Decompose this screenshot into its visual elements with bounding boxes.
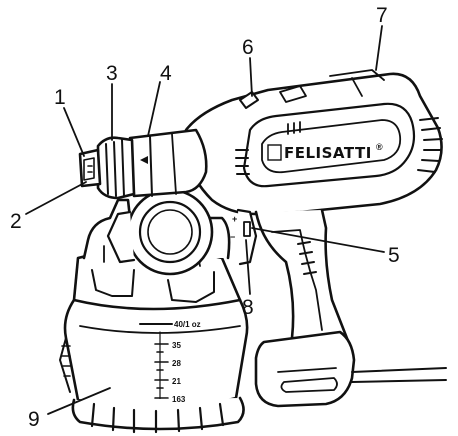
scale-mark: 163	[172, 395, 186, 404]
leader-7	[375, 25, 383, 71]
paint-container	[59, 247, 249, 434]
callout-3: 3	[106, 62, 118, 85]
leader-9	[47, 387, 111, 415]
brand-logo-icon	[267, 144, 282, 161]
scale-top-mark: 40/1 oz	[174, 320, 201, 329]
callout-8: 8	[242, 296, 254, 319]
nozzle-assembly	[78, 128, 208, 200]
scale-mark: 28	[172, 359, 181, 368]
leader-6	[249, 57, 253, 97]
trigger-plus-mark: +	[232, 214, 237, 224]
callout-4: 4	[160, 62, 172, 85]
motor-housing	[179, 69, 443, 216]
callout-labels: 1 2 3 4 5 6 7 8 9	[10, 4, 400, 431]
callout-5: 5	[388, 244, 400, 267]
callout-6: 6	[242, 36, 254, 59]
callout-7: 7	[376, 4, 388, 27]
leader-4	[147, 81, 161, 137]
leader-8	[245, 239, 251, 295]
scale-mark: 21	[172, 377, 181, 386]
brand-name: FELISATTI	[284, 144, 372, 162]
leader-1	[63, 107, 85, 157]
trigger-minus-mark: −	[230, 232, 235, 242]
handle	[236, 208, 447, 408]
container-scale: 40/1 oz 35 28 21 163	[172, 320, 201, 404]
callout-leaders	[25, 25, 385, 415]
leader-5	[251, 227, 385, 253]
scale-mark: 35	[172, 341, 181, 350]
brand-plate: FELISATTI ®	[267, 142, 383, 162]
brand-trademark: ®	[376, 142, 383, 152]
callout-2: 2	[10, 210, 22, 233]
callout-9: 9	[28, 408, 40, 431]
flow-knob	[106, 188, 214, 276]
leader-2	[25, 181, 87, 215]
callout-1: 1	[54, 86, 66, 109]
